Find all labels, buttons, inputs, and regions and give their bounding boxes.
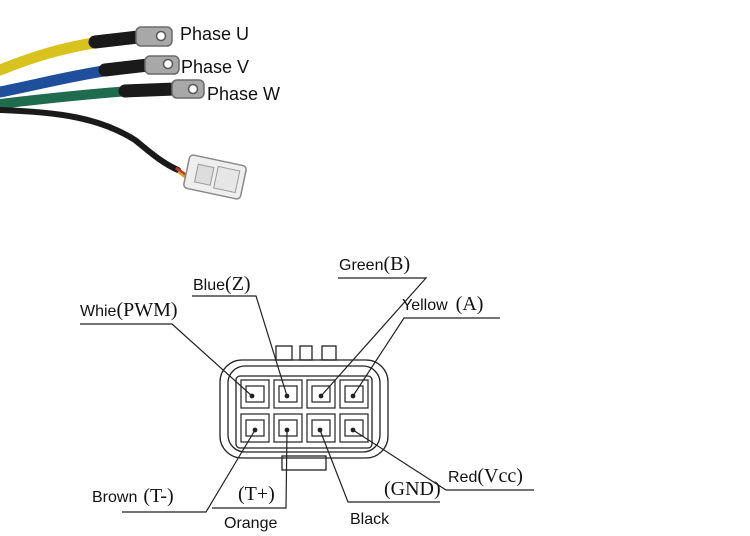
pin-top-4: [339, 379, 369, 409]
phase-v-lug: [144, 55, 180, 75]
leader-green: [320, 277, 428, 397]
hall-sensor-cable: [0, 107, 247, 200]
label-orange-signal: (T+): [238, 483, 275, 505]
phase-w-lug: [171, 79, 205, 99]
label-brown-name: Brown: [92, 489, 137, 506]
pin-top-2: [273, 379, 303, 409]
motor-cables: [0, 26, 247, 200]
pin-bottom-1: [240, 413, 270, 443]
leader-white: [80, 323, 253, 397]
label-green-signal: (B): [383, 253, 410, 275]
label-blue: Blue(Z): [193, 273, 251, 295]
label-green: Green(B): [339, 253, 410, 275]
label-yellow-signal: (A): [456, 293, 484, 315]
phase-u-wire: [0, 26, 173, 76]
label-red-name: Red: [448, 469, 477, 486]
label-phase-u: Phase U: [180, 24, 249, 44]
connector-outline: [219, 345, 389, 471]
pin-bottom-3: [306, 413, 336, 443]
phase-v-wire: [0, 55, 180, 98]
hall-plug: [183, 154, 247, 200]
leader-blue: [192, 295, 288, 397]
label-gnd-signal: (GND): [384, 478, 441, 500]
leader-gnd: [319, 429, 440, 503]
label-brown-signal: (T-): [143, 485, 173, 507]
leader-yellow: [352, 317, 500, 397]
pin-bottom-4: [339, 413, 369, 443]
leader-red: [352, 429, 534, 491]
label-blue-name: Blue: [193, 277, 225, 294]
label-white: Whie(PWM): [80, 299, 178, 321]
pin-top-1: [240, 379, 270, 409]
label-black: Black: [350, 511, 390, 528]
label-phase-v: Phase V: [181, 57, 249, 77]
label-orange: Orange: [224, 515, 277, 532]
label-white-signal: (PWM): [116, 299, 177, 321]
pin-top-3: [306, 379, 336, 409]
label-white-name: Whie: [80, 303, 117, 320]
label-phase-w: Phase W: [207, 84, 280, 104]
leader-lines: [80, 277, 534, 513]
pin-bottom-2: [273, 413, 303, 443]
phase-u-lug: [135, 26, 173, 47]
label-red-signal: (Vcc): [477, 465, 523, 487]
label-blue-signal: (Z): [225, 273, 251, 295]
label-red: Red(Vcc): [448, 465, 523, 487]
phase-w-wire: [0, 79, 205, 109]
label-yellow: Yellow (A): [402, 293, 483, 315]
label-green-name: Green: [339, 257, 383, 274]
connector-pins: [240, 379, 369, 443]
leader-orange: [212, 429, 288, 509]
leader-brown: [122, 429, 256, 513]
label-brown: Brown (T-): [92, 485, 174, 507]
label-yellow-name: Yellow: [402, 297, 448, 314]
